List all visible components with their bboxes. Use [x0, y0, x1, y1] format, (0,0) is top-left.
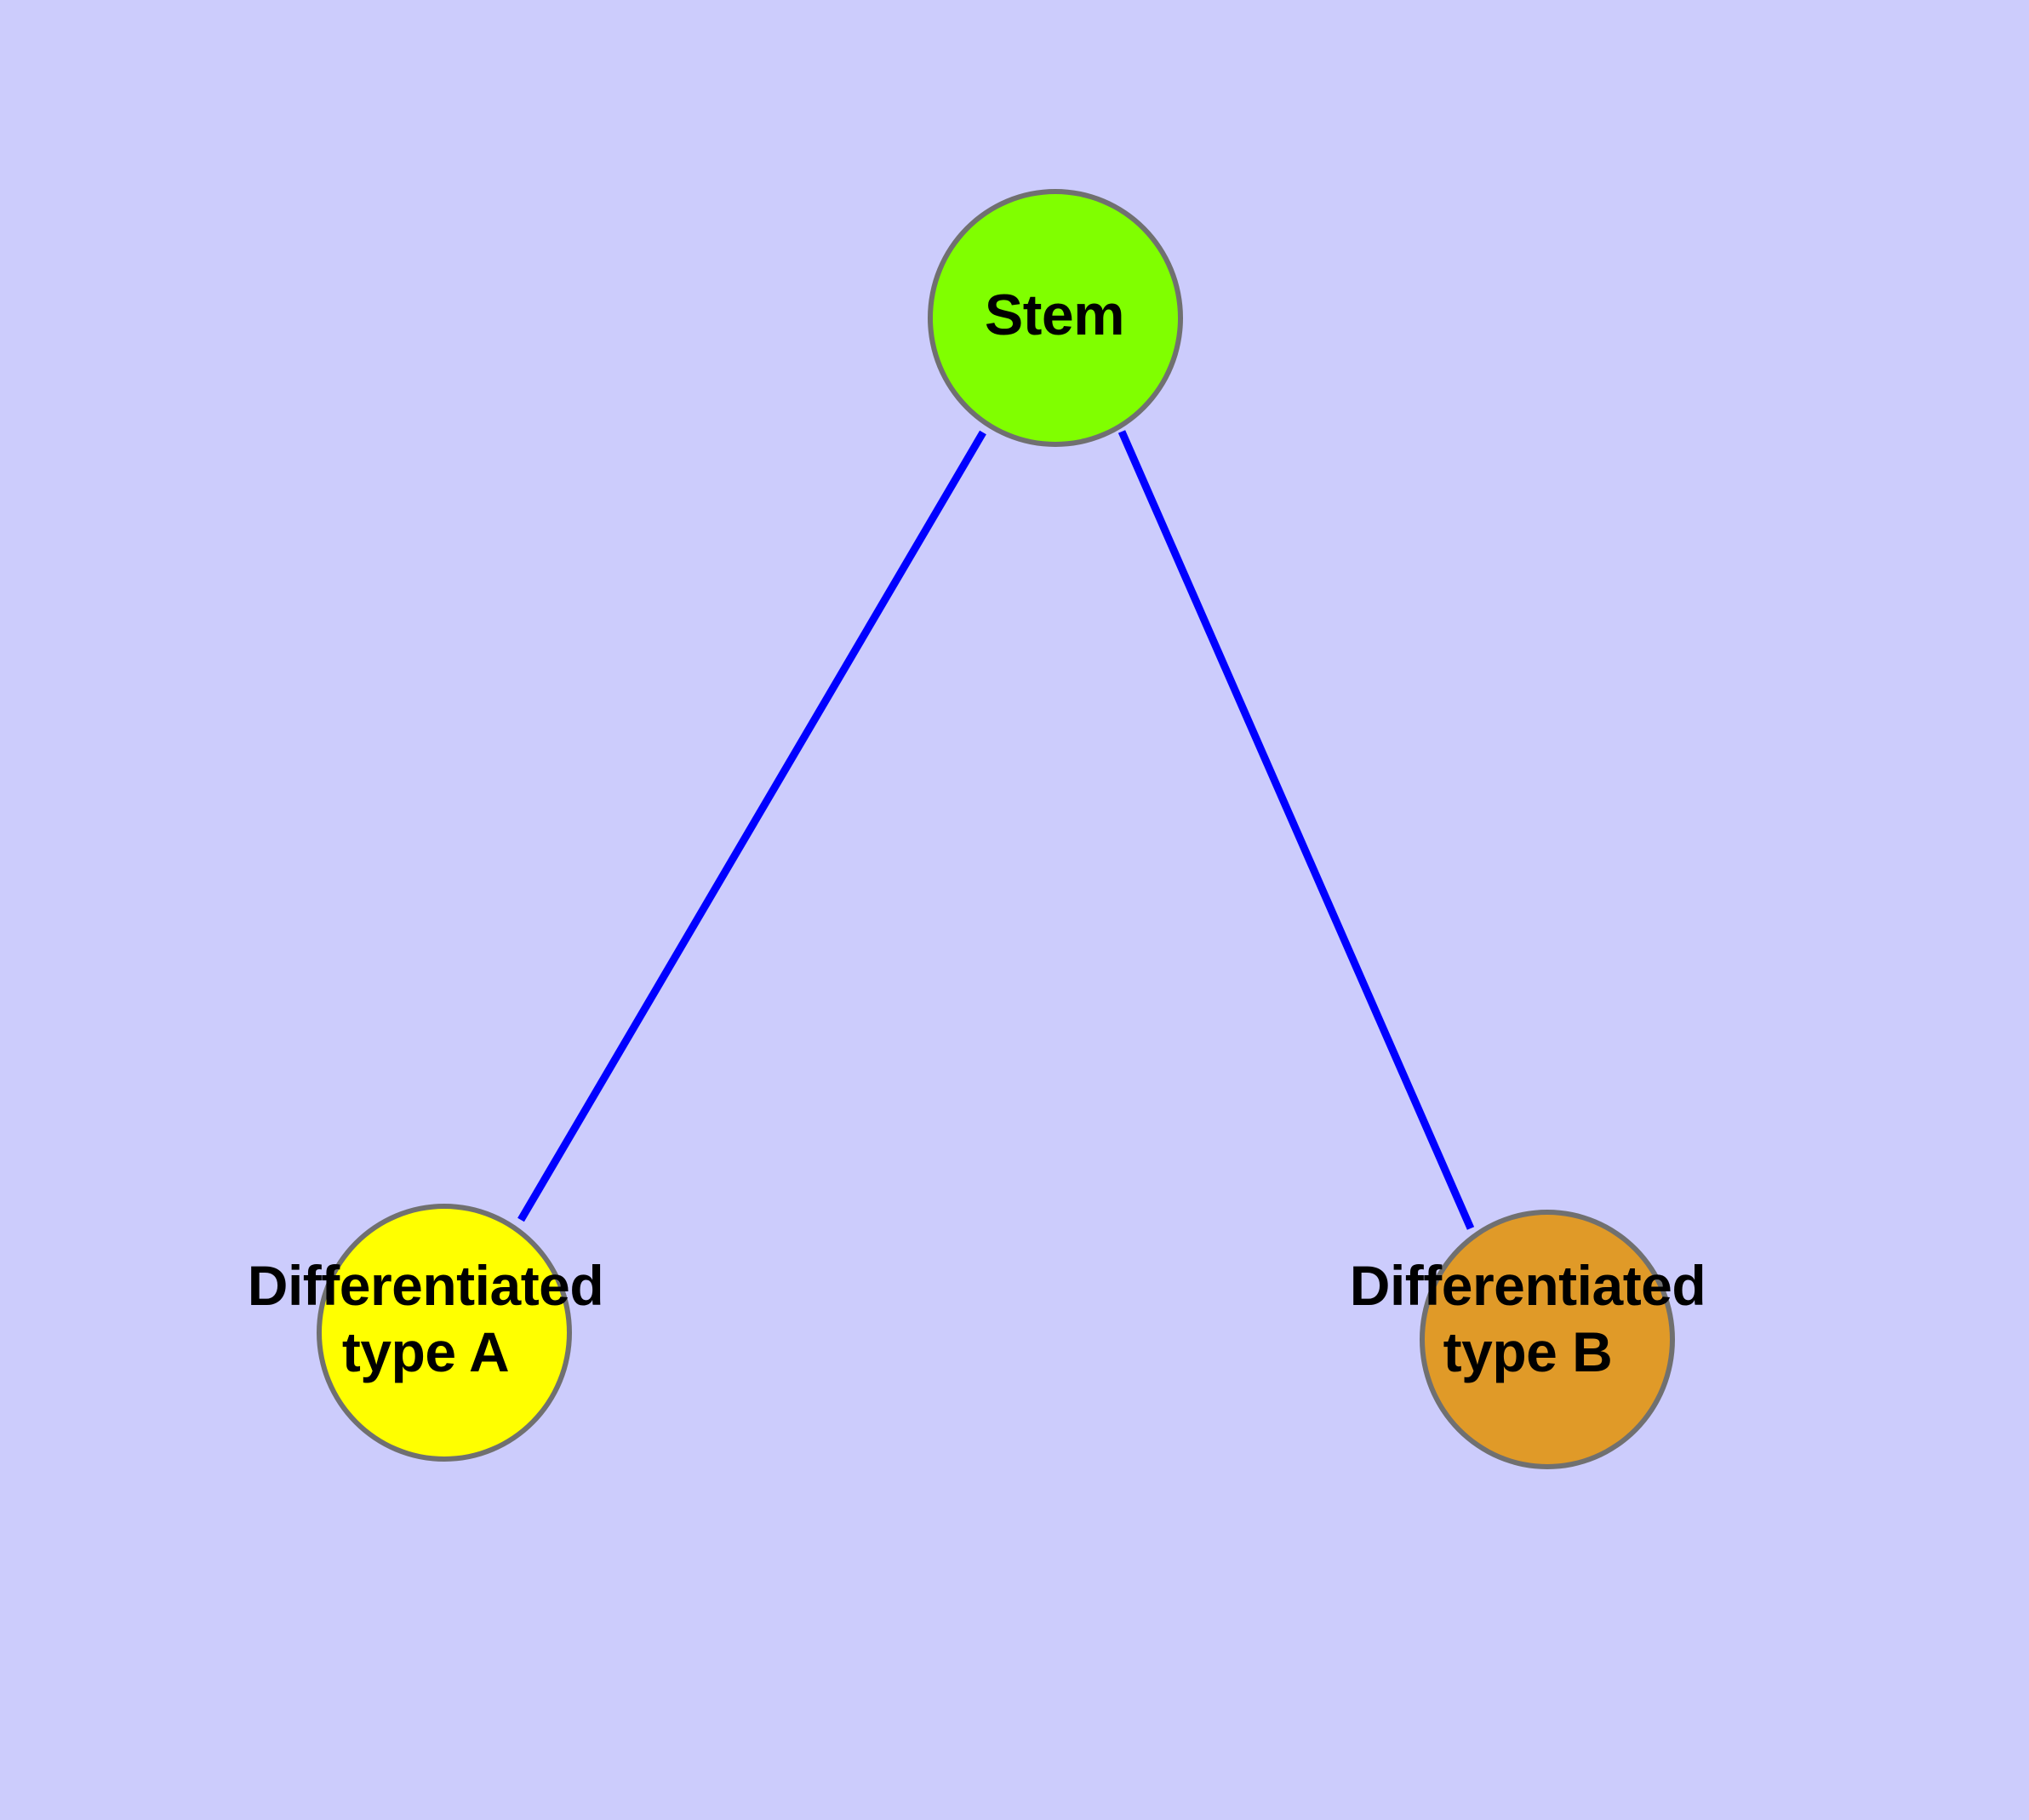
- node-stem[interactable]: [928, 189, 1183, 447]
- node-label-differentiated-type-b-line-2: type B: [1443, 1319, 1613, 1383]
- node-label-differentiated-type-a: Differentiated type A: [170, 1253, 681, 1386]
- node-differentiated-type-a[interactable]: [317, 1204, 572, 1462]
- node-differentiated-type-b[interactable]: [1420, 1210, 1675, 1469]
- node-label-differentiated-type-a-line-2: type A: [341, 1319, 510, 1383]
- node-label-stem: Stem: [799, 281, 1310, 349]
- edge-stem-to-differentiated-type-a: [517, 430, 986, 1222]
- edge-stem-to-differentiated-type-b: [1117, 430, 1475, 1230]
- node-label-differentiated-type-a-line-1: Differentiated: [247, 1254, 604, 1317]
- node-label-differentiated-type-b: Differentiated type B: [1272, 1253, 1783, 1386]
- node-label-differentiated-type-b-line-1: Differentiated: [1349, 1254, 1706, 1317]
- node-label-stem-line-1: Stem: [984, 283, 1125, 347]
